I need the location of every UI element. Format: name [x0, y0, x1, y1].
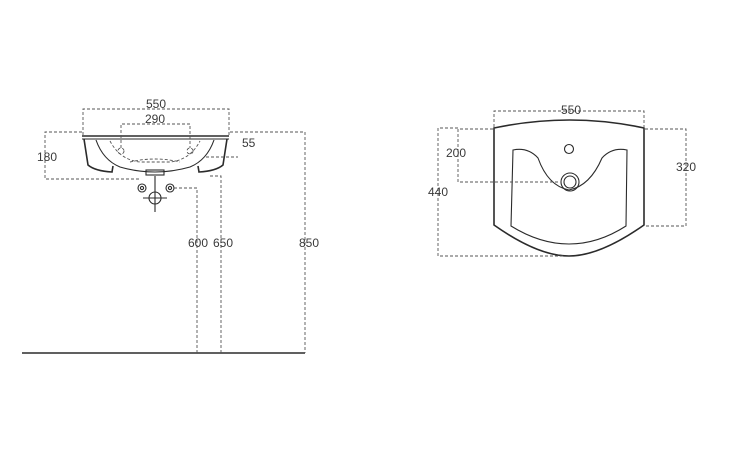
basin-top-outline — [493, 119, 645, 257]
top-depth-label: 440 — [428, 185, 448, 199]
dim-drain-offset: 200 — [446, 128, 560, 183]
top-view: 550 200 440 320 — [428, 103, 696, 257]
basin-top-bowl — [510, 148, 628, 245]
dim-tap-spacing: 290 — [120, 112, 191, 148]
height-650-label: 650 — [213, 236, 233, 250]
drain — [560, 172, 580, 192]
dim-height-850: 850 — [230, 131, 319, 353]
dim-front-width: 550 — [82, 97, 230, 135]
drain-offset-label: 200 — [446, 146, 466, 160]
dim-side-depth: 320 — [645, 128, 696, 227]
dim-top-width: 550 — [493, 103, 645, 127]
height-850-label: 850 — [299, 236, 319, 250]
dim-top-depth: 440 — [428, 127, 565, 257]
side-depth-label: 320 — [676, 160, 696, 174]
dim-front-depth: 180 — [37, 131, 140, 180]
height-600-label: 600 — [188, 236, 208, 250]
rim-label: 55 — [242, 136, 256, 150]
front-width-label: 550 — [146, 97, 166, 111]
front-view: 550 290 180 55 600 650 850 — [22, 97, 319, 354]
top-width-label: 550 — [561, 103, 581, 117]
front-depth-label: 180 — [37, 150, 57, 164]
dim-rim: 55 — [206, 136, 256, 158]
tap-spacing-label: 290 — [145, 112, 165, 126]
tap-hole — [563, 143, 575, 155]
dim-height-600: 600 — [174, 187, 208, 353]
supply-fittings — [137, 176, 175, 212]
basin-front-outline — [82, 135, 229, 176]
dim-height-650: 650 — [210, 175, 233, 353]
